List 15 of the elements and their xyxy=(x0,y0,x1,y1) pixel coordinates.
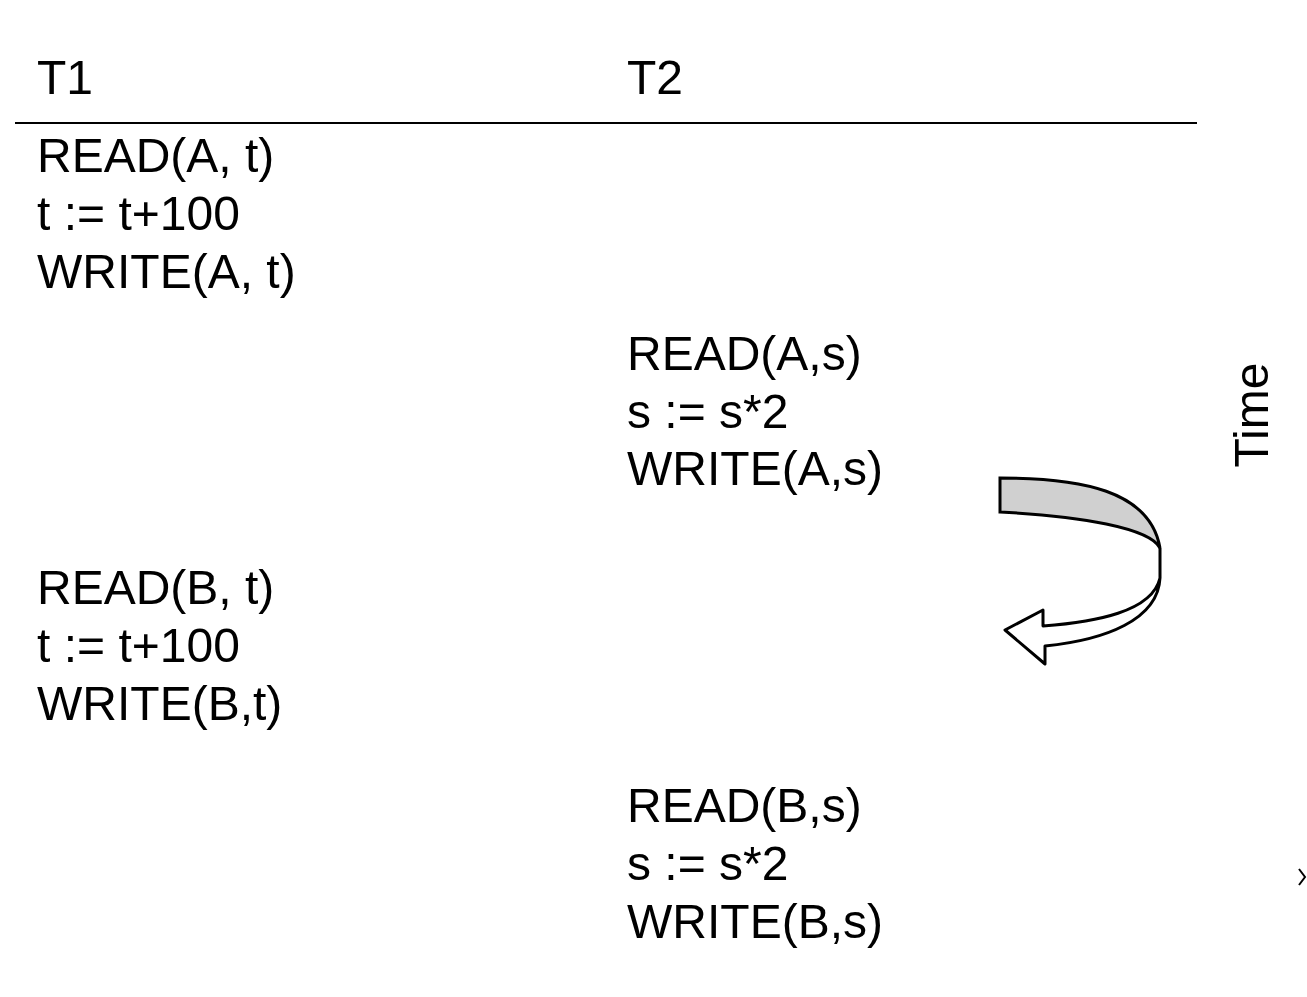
column-header: T1 xyxy=(37,50,93,106)
operation: READ(B, t) xyxy=(37,560,275,616)
operation: READ(B,s) xyxy=(627,778,862,834)
operation: WRITE(B,t) xyxy=(37,676,283,732)
operation: s := s*2 xyxy=(627,836,789,892)
operation: READ(A,s) xyxy=(627,326,862,382)
operation: WRITE(B,s) xyxy=(627,894,883,950)
axis-label: Time xyxy=(1223,362,1279,468)
operation: WRITE(A, t) xyxy=(37,244,296,300)
column-header: T2 xyxy=(627,50,683,106)
operation: WRITE(A,s) xyxy=(627,441,883,497)
operation: s := s*2 xyxy=(627,384,789,440)
operation: READ(A, t) xyxy=(37,128,275,184)
operation: t := t+100 xyxy=(37,186,240,242)
operation: t := t+100 xyxy=(37,618,240,674)
